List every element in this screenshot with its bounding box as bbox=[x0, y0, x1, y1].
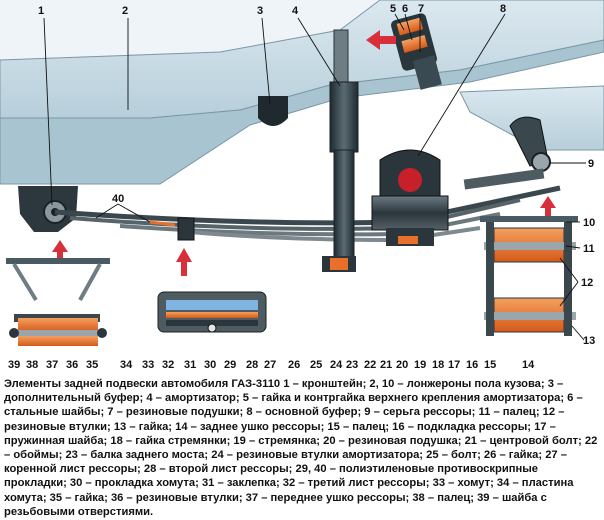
callout-25: 25 bbox=[310, 359, 322, 371]
callout-1: 1 bbox=[38, 5, 44, 17]
callout-30: 30 bbox=[204, 359, 216, 371]
callout-36: 36 bbox=[66, 359, 78, 371]
callout-7: 7 bbox=[418, 3, 424, 15]
callout-38: 38 bbox=[26, 359, 38, 371]
callout-13: 13 bbox=[583, 335, 595, 347]
callout-23: 23 bbox=[346, 359, 358, 371]
callout-14: 14 bbox=[522, 359, 535, 371]
callout-22: 22 bbox=[364, 359, 376, 371]
callout-8: 8 bbox=[500, 3, 506, 15]
main-buffer-8 bbox=[379, 149, 441, 207]
callout-19: 19 bbox=[414, 359, 426, 371]
callout-24: 24 bbox=[330, 359, 343, 371]
load-arrows bbox=[52, 30, 556, 276]
callout-9: 9 bbox=[588, 158, 594, 170]
inset-rear-eye bbox=[480, 216, 578, 336]
callout-2: 2 bbox=[122, 5, 128, 17]
leader-lines bbox=[43, 13, 586, 341]
callout-5: 5 bbox=[390, 3, 396, 15]
callout-11: 11 bbox=[583, 243, 595, 255]
callout-20: 20 bbox=[396, 359, 408, 371]
callout-33: 33 bbox=[142, 359, 154, 371]
rear-axle-23 bbox=[371, 195, 449, 246]
callout-27: 27 bbox=[264, 359, 276, 371]
shackle-9 bbox=[463, 116, 551, 190]
body-rail-2 bbox=[0, 0, 604, 185]
callout-21: 21 bbox=[380, 359, 392, 371]
callout-18: 18 bbox=[432, 359, 444, 371]
callout-37: 37 bbox=[46, 359, 58, 371]
leaf-spring bbox=[54, 185, 561, 243]
bracket-1 bbox=[18, 186, 78, 232]
callout-26: 26 bbox=[288, 359, 300, 371]
callout-6: 6 bbox=[402, 3, 408, 15]
spring-clamp bbox=[177, 217, 195, 241]
callout-35: 35 bbox=[86, 359, 98, 371]
callout-31: 31 bbox=[184, 359, 196, 371]
callout-10: 10 bbox=[583, 217, 595, 229]
inset-clamp bbox=[157, 291, 267, 333]
callout-40: 40 bbox=[112, 193, 124, 205]
callout-4: 4 bbox=[292, 5, 299, 17]
callout-34: 34 bbox=[120, 359, 133, 371]
callout-32: 32 bbox=[162, 359, 174, 371]
shock-absorber-4 bbox=[322, 29, 359, 272]
callout-16: 16 bbox=[466, 359, 478, 371]
callout-15: 15 bbox=[484, 359, 496, 371]
callout-39: 39 bbox=[8, 359, 20, 371]
callout-17: 17 bbox=[448, 359, 460, 371]
callout-3: 3 bbox=[257, 5, 263, 17]
extra-buffer-3 bbox=[258, 96, 288, 126]
callout-28: 28 bbox=[246, 359, 258, 371]
inset-front-eye bbox=[6, 258, 110, 346]
callout-29: 29 bbox=[224, 359, 236, 371]
diagram-caption: Элементы задней подвески автомобиля ГАЗ-… bbox=[4, 378, 598, 518]
callout-12: 12 bbox=[581, 277, 593, 289]
